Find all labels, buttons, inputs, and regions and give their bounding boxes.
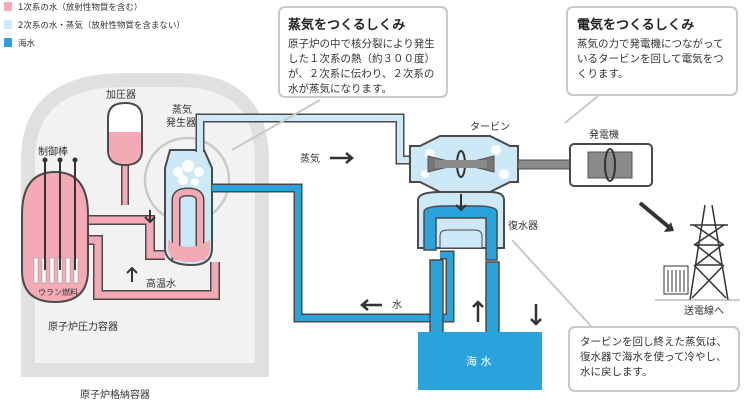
- seawater-out-arrow: [530, 304, 542, 326]
- steam-generator-label-line2: 発生器: [166, 116, 196, 129]
- legend-secondary-label: 2次系の水・蒸気（放射性物質を含まない）: [18, 20, 185, 31]
- power-out-arrow-head: [664, 222, 674, 232]
- legend-primary-label: 1次系の水（放射性物質を含む）: [18, 2, 142, 13]
- seawater-pipes: [429, 259, 500, 332]
- hot-water-arrow: [126, 266, 138, 282]
- water-flow-arrow: [360, 299, 382, 311]
- steam-flow-arrow: [330, 152, 354, 164]
- steam-generator-label-line1: 蒸気: [172, 103, 192, 116]
- legend-seawater-label: 海水: [18, 38, 36, 49]
- primary-loop-pipes: [75, 160, 220, 300]
- power-out-arrow: [638, 201, 672, 230]
- callout-condenser-connector: [511, 239, 601, 337]
- primary-flow-arrow: [144, 210, 156, 224]
- callout-electricity-title: 電気をつくるしくみ: [577, 18, 695, 33]
- reactor-pressure-vessel-label: 原子炉圧力容器: [48, 320, 118, 333]
- callout-steam-title: 蒸気をつくるしくみ: [288, 18, 406, 33]
- steam-label: 蒸気: [300, 152, 320, 165]
- steam-generator: [164, 149, 213, 267]
- condenser-steam-arrow: [455, 194, 467, 212]
- legend-swatch-primary: [4, 2, 12, 11]
- condenser: [417, 191, 505, 261]
- seawater-label: 海 水: [466, 354, 492, 368]
- legend-swatch-seawater: [4, 38, 12, 47]
- pressurizer-label: 加圧器: [106, 89, 136, 101]
- generator-label: 発電機: [589, 128, 619, 141]
- seawater-basin: [418, 332, 542, 390]
- reactor-pressure-vessel: [21, 170, 89, 304]
- callout-steam-connector: [231, 99, 321, 151]
- containment-vessel-label: 原子炉格納容器: [80, 388, 150, 400]
- control-rods-label: 制御棒: [38, 145, 68, 158]
- seawater-in-arrow: [472, 300, 484, 322]
- callout-electricity-connector: [564, 95, 599, 124]
- legend-swatch-secondary: [4, 20, 12, 29]
- callout-steam-mechanism: 蒸気をつくるしくみ 原子炉の中で核分裂により発生した１次系の熱（約３００度）が、…: [278, 6, 448, 98]
- callout-electricity-mechanism: 電気をつくるしくみ 蒸気の力で発電機につながっているタービンを回して電気をつくり…: [566, 6, 738, 96]
- control-rods: [42, 157, 78, 270]
- uranium-fuel-label: ウラン燃料: [38, 287, 78, 297]
- substation-icon: [663, 265, 689, 295]
- generator: [569, 143, 653, 187]
- turbine-label: タービン: [470, 121, 510, 133]
- water-label: 水: [392, 299, 402, 311]
- legend: 1次系の水（放射性物質を含む） 2次系の水・蒸気（放射性物質を含まない） 海水: [4, 2, 185, 49]
- hot-water-label: 高温水: [146, 277, 176, 290]
- callout-condenser-body: タービンを回し終えた蒸気は、復水器で海水を使って冷やし、水に戻します。: [580, 336, 727, 378]
- condenser-label: 復水器: [508, 219, 538, 232]
- pressurizer: [107, 101, 143, 167]
- transmission-tower-icon: [689, 204, 729, 301]
- callout-condenser-mechanism: タービンを回し終えた蒸気は、復水器で海水を使って冷やし、水に戻します。: [568, 326, 740, 392]
- callout-steam-body: 原子炉の中で核分裂により発生した１次系の熱（約３００度）が、２次系に伝わり、２次…: [288, 38, 435, 95]
- turbine: [409, 135, 519, 193]
- callout-electricity-body: 蒸気の力で発電機につながっているタービンを回して電気をつくります。: [577, 38, 724, 80]
- transmission-label: 送電線へ: [684, 304, 724, 317]
